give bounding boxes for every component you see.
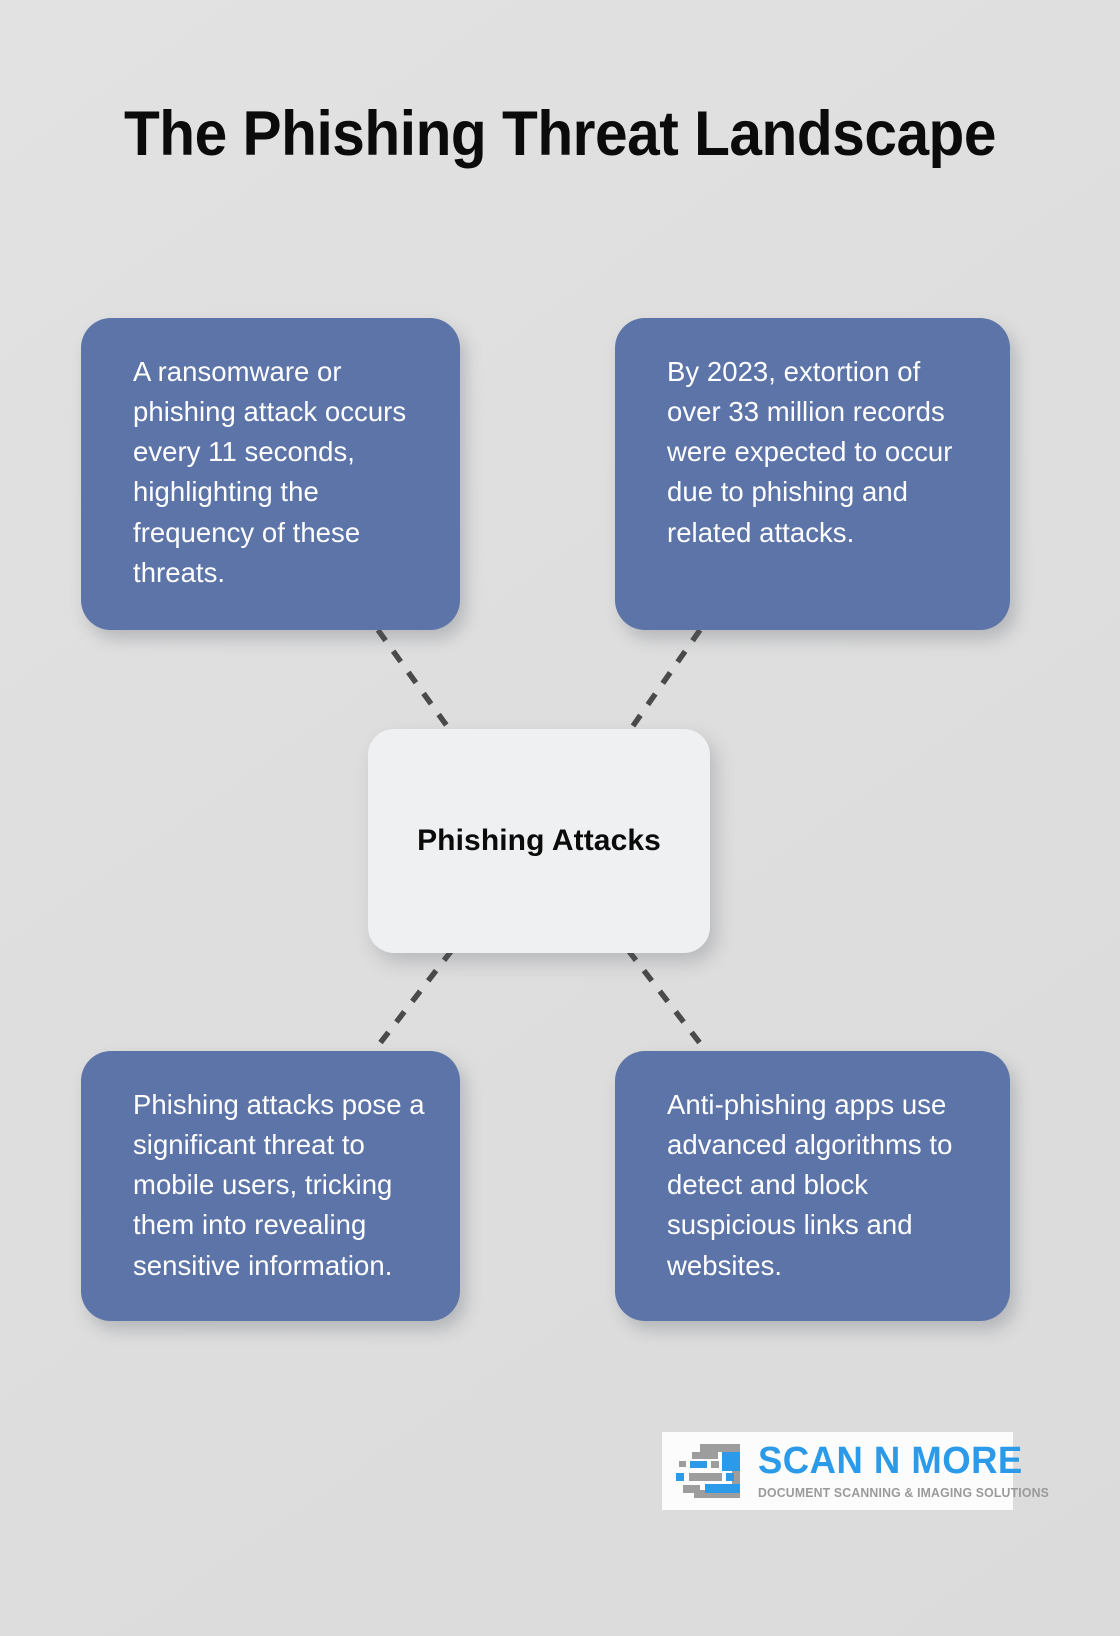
connector-center-to-bottom-left: [371, 948, 455, 1053]
page-title: The Phishing Threat Landscape: [123, 99, 997, 169]
connector-center-to-top-left: [375, 628, 455, 735]
fact-card-top-left-text: A ransomware or phishing attack occurs e…: [133, 356, 407, 588]
fact-card-top-left[interactable]: A ransomware or phishing attack occurs e…: [81, 318, 460, 630]
logo-name: SCAN N MORE: [758, 1440, 1023, 1483]
fact-card-bottom-left-text: Phishing attacks pose a significant thre…: [133, 1089, 425, 1281]
brand-logo[interactable]: SCAN N MORE DOCUMENT SCANNING & IMAGING …: [662, 1432, 1049, 1510]
fact-card-bottom-right-text: Anti-phishing apps use advanced algorith…: [667, 1089, 953, 1281]
connector-center-to-top-right: [625, 628, 703, 735]
fact-card-bottom-left[interactable]: Phishing attacks pose a significant thre…: [81, 1051, 460, 1321]
fact-card-top-right-text: By 2023, extortion of over 33 million re…: [667, 356, 953, 548]
logo-tagline: DOCUMENT SCANNING & IMAGING SOLUTIONS: [758, 1485, 1050, 1501]
center-node[interactable]: Phishing Attacks: [368, 729, 710, 953]
logo-text-block: SCAN N MORE DOCUMENT SCANNING & IMAGING …: [758, 1442, 1075, 1499]
fact-card-top-right[interactable]: By 2023, extortion of over 33 million re…: [615, 318, 1010, 630]
connector-center-to-bottom-right: [625, 948, 709, 1053]
fact-card-bottom-right[interactable]: Anti-phishing apps use advanced algorith…: [615, 1051, 1010, 1321]
document-scan-icon: [676, 1444, 740, 1498]
center-node-label: Phishing Attacks: [417, 824, 661, 857]
